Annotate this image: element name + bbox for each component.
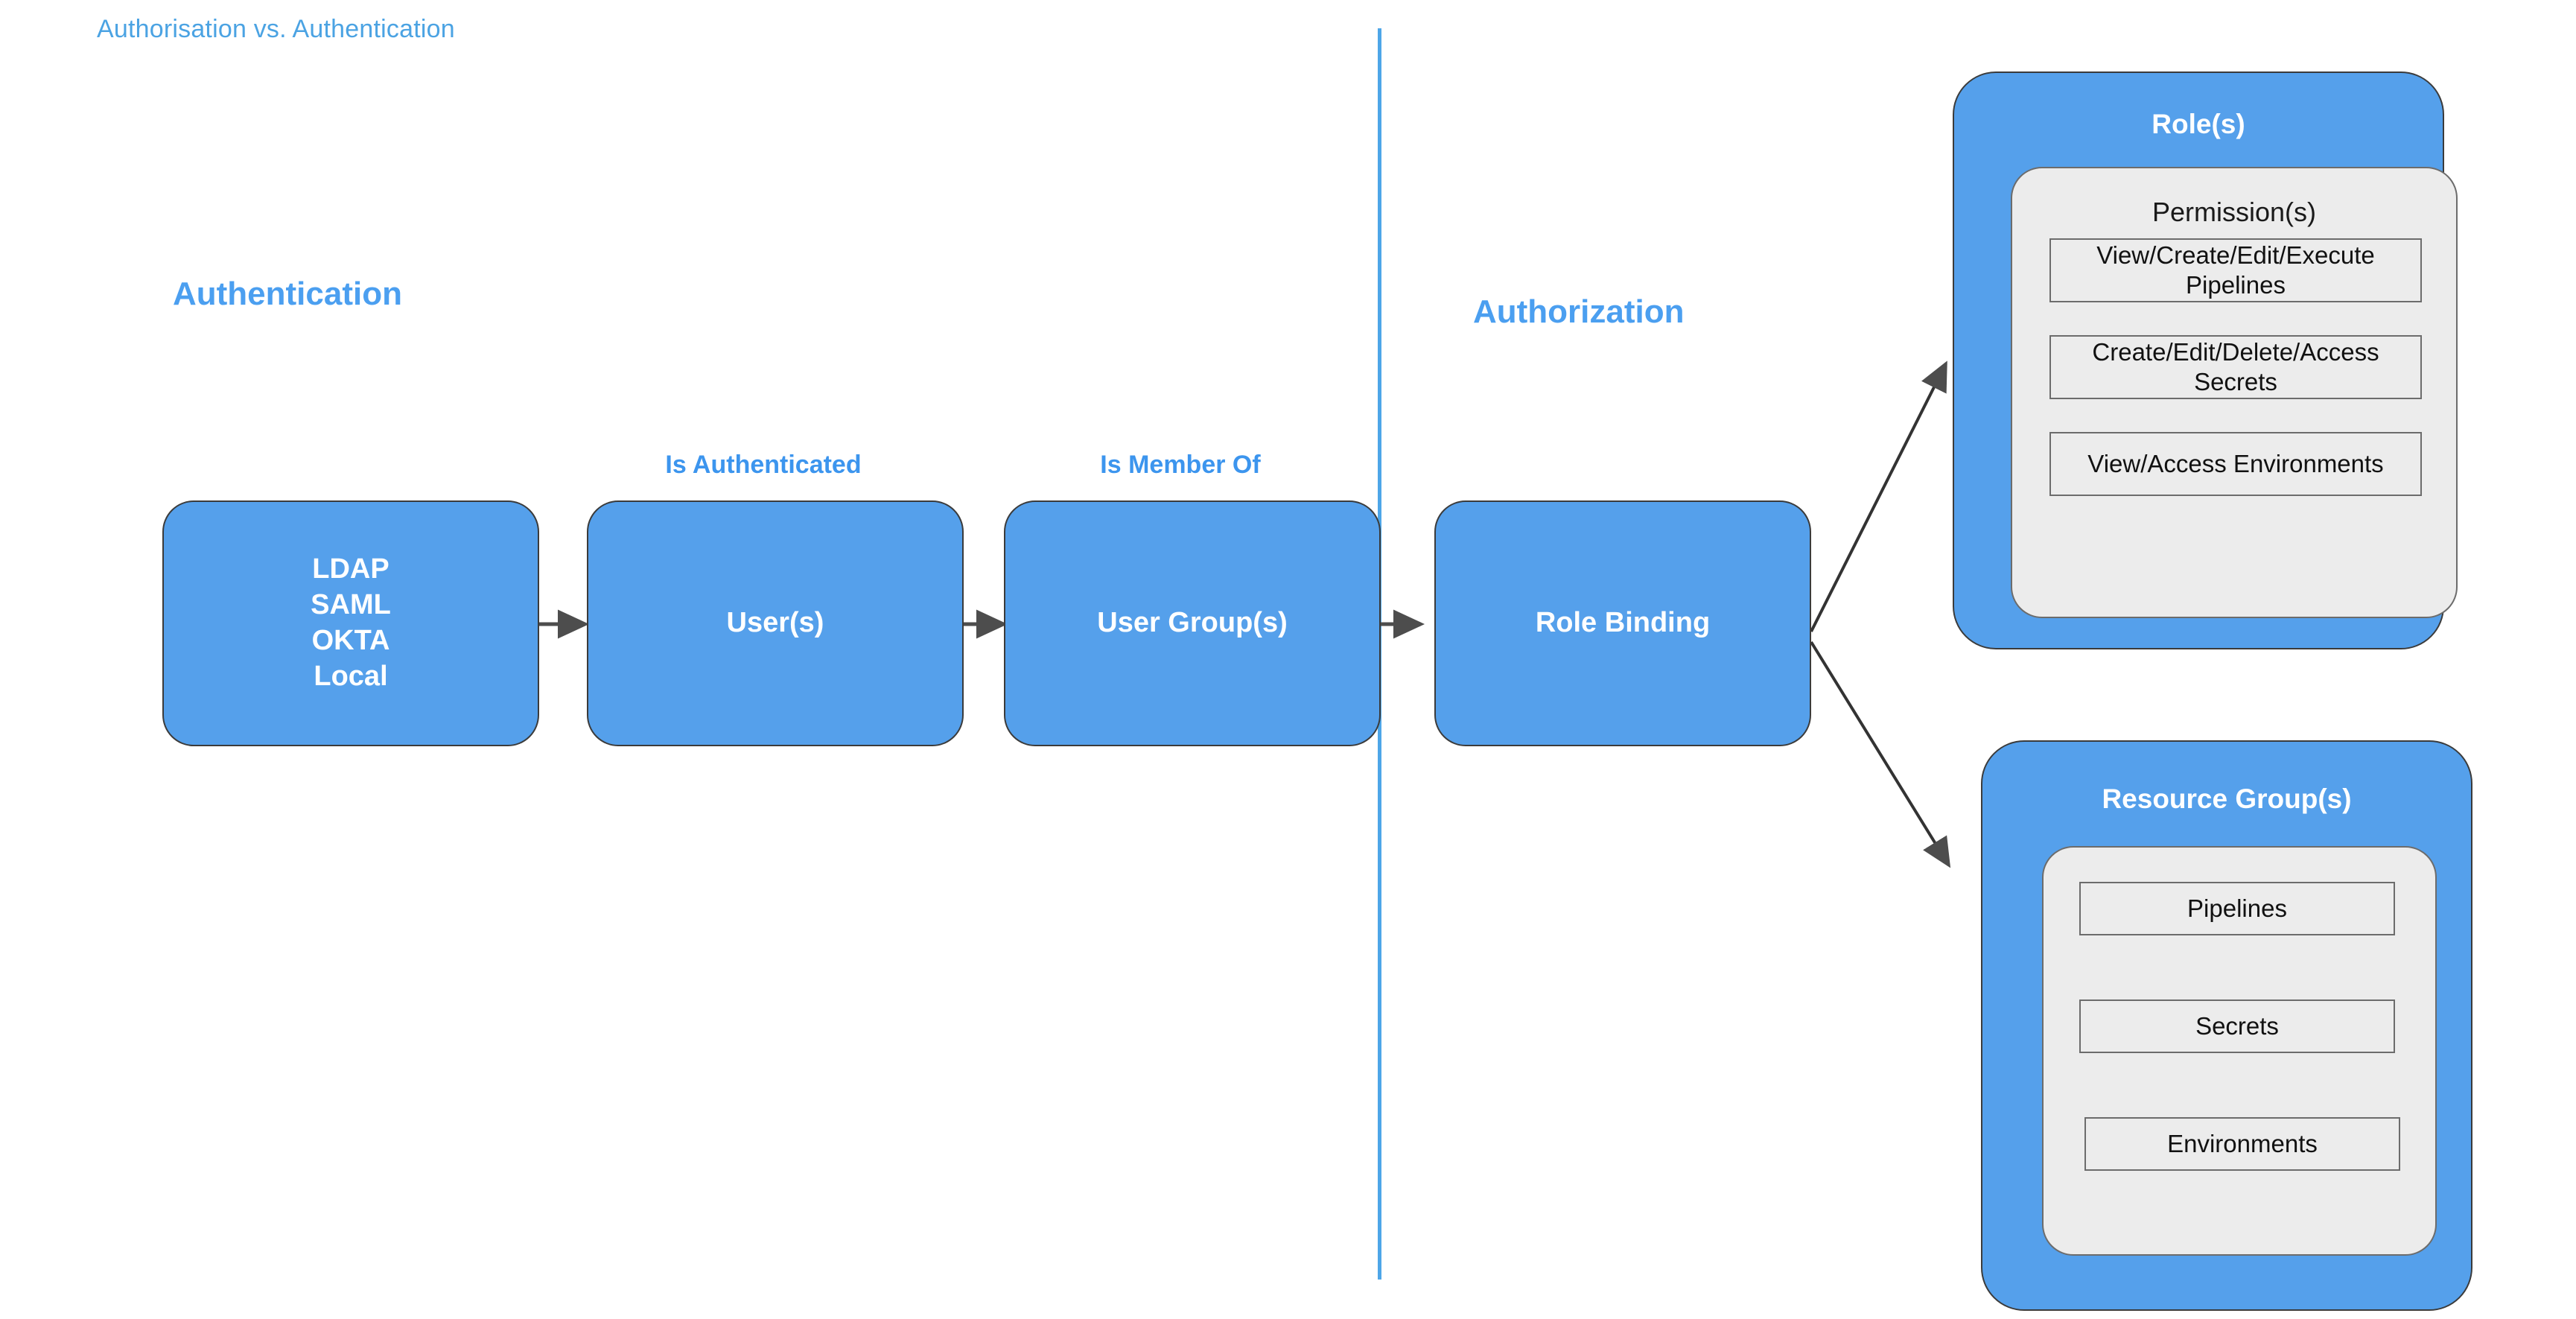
panel-roles[interactable]: Role(s) Permission(s) View/Create/Edit/E… [1953,71,2458,649]
section-heading-authorization: Authorization [1473,293,1685,330]
identity-provider-local: Local [314,660,388,692]
identity-provider-ldap: LDAP [312,553,389,585]
panel-roles-title: Role(s) [2152,109,2245,139]
identity-provider-okta: OKTA [311,625,390,656]
flow-box-role-binding-label: Role Binding [1535,607,1711,639]
flow-box-user-groups-label: User Group(s) [1097,607,1288,639]
permission-item[interactable]: Create/Edit/Delete/Access Secrets [2049,335,2422,399]
permission-item[interactable]: View/Access Environments [2049,432,2422,496]
flow-box-user-groups[interactable]: User Group(s) [1004,500,1381,746]
resource-item[interactable]: Environments [2084,1117,2400,1171]
flow-box-users[interactable]: User(s) [587,500,964,746]
panel-resource-groups-inner: Pipelines Secrets Environments [2042,846,2437,1256]
flow-box-role-binding[interactable]: Role Binding [1434,500,1811,746]
identity-provider-saml: SAML [311,589,391,621]
flow-box-users-label: User(s) [726,607,824,639]
edge-label-is-authenticated: Is Authenticated [665,451,862,479]
page-title: Authorisation vs. Authentication [97,15,455,43]
panel-roles-inner: Permission(s) View/Create/Edit/Execute P… [2011,167,2458,618]
section-heading-authentication: Authentication [173,276,402,312]
panel-resource-groups-title: Resource Group(s) [2102,784,2352,814]
permissions-title: Permission(s) [2152,197,2317,227]
resource-item[interactable]: Pipelines [2079,882,2395,935]
flow-box-identity-providers[interactable]: LDAP SAML OKTA Local [162,500,539,746]
panel-resource-groups[interactable]: Resource Group(s) Pipelines Secrets Envi… [1981,740,2472,1311]
resource-item[interactable]: Secrets [2079,999,2395,1053]
permission-item[interactable]: View/Create/Edit/Execute Pipelines [2049,238,2422,302]
edge-label-is-member-of: Is Member Of [1100,451,1261,479]
